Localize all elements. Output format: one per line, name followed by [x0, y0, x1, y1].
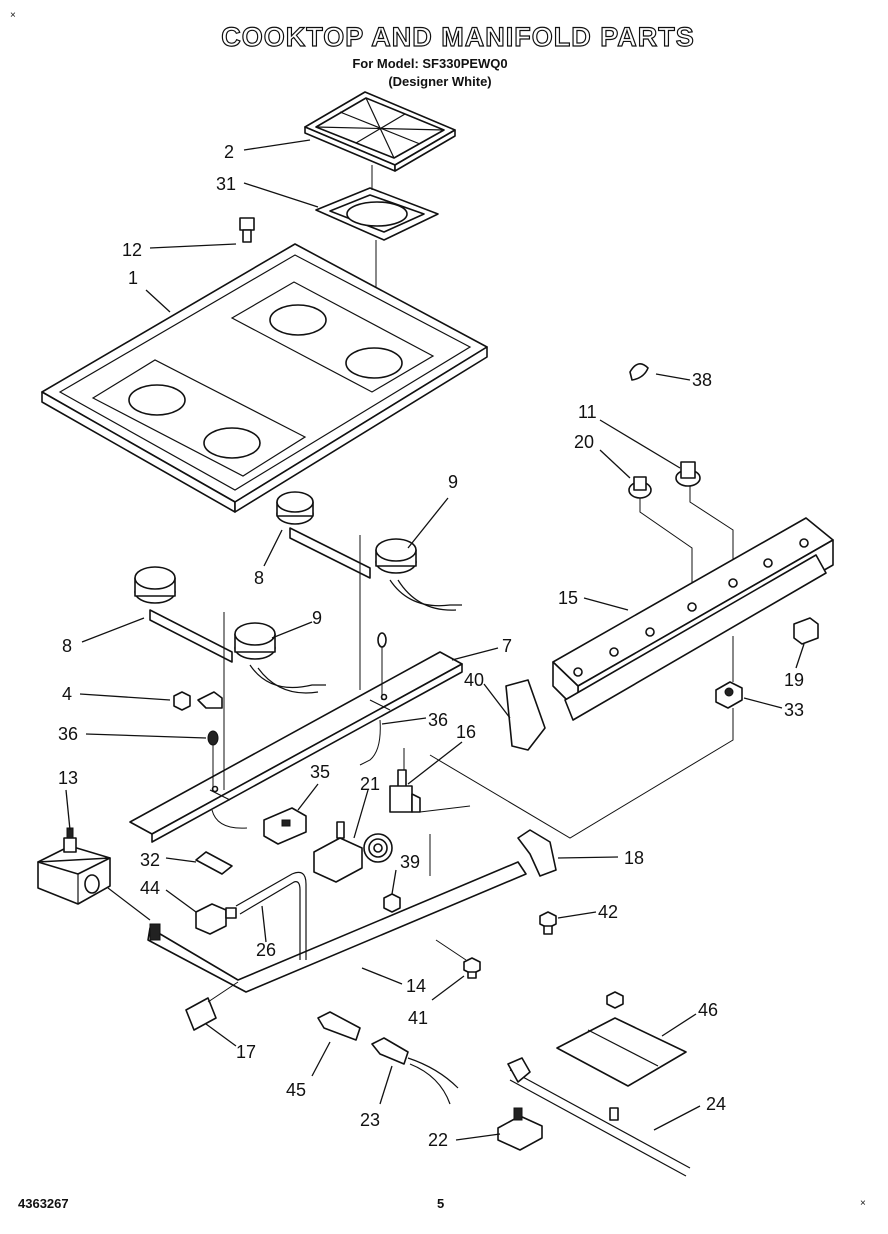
callout-20: 20	[574, 432, 594, 452]
manifold-screw-left	[463, 957, 481, 979]
hex-nut	[173, 691, 191, 711]
grommet	[715, 681, 743, 709]
callout-2: 2	[224, 142, 234, 162]
callout-46: 46	[698, 1000, 718, 1020]
burner-bowl-ring	[315, 187, 439, 241]
cooktop-screw	[239, 217, 255, 243]
callout-12: 12	[122, 240, 142, 260]
orifice-hood	[195, 903, 237, 935]
pipe-bracket	[185, 981, 239, 1031]
callout-23: 23	[360, 1110, 380, 1130]
manifold-pipe	[107, 861, 527, 993]
callout-33: 33	[784, 700, 804, 720]
pressure-regulator	[313, 821, 393, 883]
callout-4: 4	[62, 684, 72, 704]
manifold-bracket	[517, 829, 557, 877]
oven-safety-valve	[497, 1107, 543, 1151]
callout-9-rear: 9	[448, 472, 458, 492]
callout-35: 35	[310, 762, 330, 782]
callout-8-rear: 8	[254, 568, 264, 588]
gas-tube	[235, 871, 307, 960]
callout-40: 40	[464, 670, 484, 690]
callout-36-right: 36	[428, 710, 448, 730]
leader-lines	[65, 139, 805, 1141]
corner-mark-bottom-right: ×	[860, 1198, 866, 1209]
mounting-plate	[195, 851, 233, 875]
burner-assembly-front	[134, 566, 326, 694]
callout-7: 7	[502, 636, 512, 656]
callout-1: 1	[128, 268, 138, 288]
model-line: For Model: SF330PEWQ0	[352, 56, 508, 71]
callout-14: 14	[406, 976, 426, 996]
callout-17: 17	[236, 1042, 256, 1062]
cooktop-panel	[41, 243, 488, 513]
igniter-harness	[371, 1037, 459, 1105]
page-title: COOKTOP AND MANIFOLD PARTS	[221, 21, 695, 52]
callout-13: 13	[58, 768, 78, 788]
callout-21: 21	[360, 774, 380, 794]
callout-24: 24	[706, 1094, 726, 1114]
callout-39: 39	[400, 852, 420, 872]
callout-45: 45	[286, 1080, 306, 1100]
callout-31: 31	[216, 174, 236, 194]
spark-wire-front	[207, 730, 219, 790]
callout-36-left: 36	[58, 724, 78, 744]
control-knob-small	[628, 476, 652, 499]
callout-42: 42	[598, 902, 618, 922]
oven-igniter	[317, 1011, 361, 1041]
gas-valve	[37, 827, 111, 905]
callout-38: 38	[692, 370, 712, 390]
heat-deflector	[556, 991, 687, 1087]
callout-11: 11	[578, 402, 597, 422]
burner-grate	[304, 91, 456, 172]
orifice-fitting	[383, 893, 401, 913]
igniter-switch	[389, 769, 421, 813]
bake-burner-tube	[507, 1057, 691, 1177]
wire-clip	[629, 363, 649, 381]
variant-line: (Designer White)	[388, 74, 492, 89]
callout-15: 15	[558, 588, 578, 608]
callout-41: 41	[408, 1008, 428, 1028]
page-number: 5	[437, 1196, 445, 1211]
callout-32: 32	[140, 850, 160, 870]
callout-18: 18	[624, 848, 644, 868]
control-knob	[675, 461, 701, 487]
callout-22: 22	[428, 1130, 448, 1150]
callout-9-front: 9	[312, 608, 322, 628]
callout-44: 44	[140, 878, 160, 898]
callout-19: 19	[784, 670, 804, 690]
callout-8-front: 8	[62, 636, 72, 656]
spark-module	[263, 807, 307, 845]
document-number: 4363267	[18, 1196, 69, 1211]
callout-labels: 2 31 12 1 38 11 20 9 8 15 19 8 9 7 4 40 …	[58, 142, 804, 1150]
manifold-panel	[552, 517, 834, 721]
callout-16: 16	[456, 722, 476, 742]
manifold-screw-right	[539, 911, 557, 935]
burner-assembly-rear	[276, 491, 462, 611]
callout-26: 26	[256, 940, 276, 960]
switch-block	[793, 617, 819, 645]
heat-shield	[505, 679, 546, 751]
corner-mark-top-left: ×	[10, 10, 16, 21]
